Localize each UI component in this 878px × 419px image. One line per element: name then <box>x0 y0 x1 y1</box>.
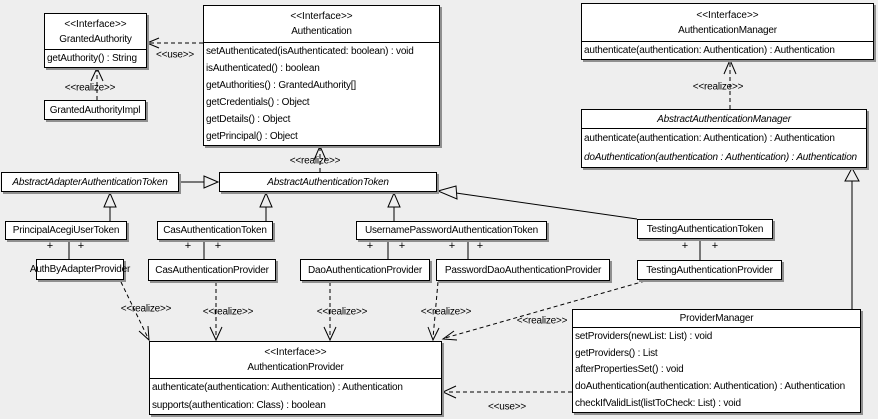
stereotype-label: <<Interface>> <box>290 11 353 22</box>
class-name: PasswordDaoAuthenticationProvider <box>444 264 602 276</box>
method-label: getAuthority() : String <box>47 53 137 64</box>
class-name: GrantedAuthorityImpl <box>49 104 141 116</box>
class-granted-authority-impl[interactable]: GrantedAuthorityImpl <box>44 100 146 120</box>
class-name: AuthenticationManager <box>678 24 777 36</box>
generalization-adapter-token-to-abstract-token <box>179 175 220 189</box>
class-name: GrantedAuthority <box>59 33 132 45</box>
method-label: authenticate(authentication: Authenticat… <box>152 382 403 394</box>
stereotype-label: <<Interface>> <box>64 18 127 30</box>
method-label: setProviders(newList: List) : void <box>575 330 713 342</box>
realize-label: <<realize>> <box>420 306 472 318</box>
class-name: TestingAuthenticationProvider <box>646 264 773 276</box>
method-label: checkIfValidList(listToCheck: List) : vo… <box>575 398 741 410</box>
method-label: getPrincipal() : Object <box>206 131 298 142</box>
class-name: AbstractAuthenticationManager <box>657 113 791 125</box>
realize-label: <<realize>> <box>64 82 116 94</box>
class-abstract-authentication-manager[interactable]: AbstractAuthenticationManager authentica… <box>581 109 867 168</box>
use-label: <<use>> <box>487 401 527 413</box>
class-cas-authentication-token[interactable]: CasAuthenticationToken <box>157 221 273 240</box>
method-label: authenticate(authentication: Authenticat… <box>584 133 835 144</box>
class-name: TestingAuthenticationToken <box>646 223 764 235</box>
class-abstract-adapter-authentication-token[interactable]: AbstractAdapterAuthenticationToken <box>1 172 179 192</box>
class-name: AbstractAuthenticationToken <box>267 176 389 188</box>
use-label: <<use>> <box>155 49 195 61</box>
stereotype-label: <<Interface>> <box>696 9 759 21</box>
method-label: isAuthenticated() : boolean <box>206 63 320 74</box>
association-end-plus: + <box>77 240 85 252</box>
class-name: AbstractAdapterAuthenticationToken <box>12 176 168 188</box>
class-granted-authority[interactable]: <<Interface>> GrantedAuthority getAuthor… <box>44 13 147 68</box>
method-label: getAuthorities() : GrantedAuthority[] <box>206 80 356 91</box>
association-end-plus: + <box>681 240 689 252</box>
generalization-cas-token-to-abstract-token <box>259 191 273 221</box>
method-label: afterPropertiesSet() : void <box>575 364 684 376</box>
method-label: getDetails() : Object <box>206 114 291 125</box>
class-authentication-manager[interactable]: <<Interface>> AuthenticationManager auth… <box>581 3 874 60</box>
class-name: DaoAuthenticationProvider <box>308 264 422 276</box>
realize-label: <<realize>> <box>692 81 744 93</box>
class-auth-by-adapter-provider[interactable]: AuthByAdapterProvider <box>29 259 131 280</box>
class-principal-acegi-user-token[interactable]: PrincipalAcegiUserToken <box>5 221 127 240</box>
association-end-plus: + <box>46 240 54 252</box>
stereotype-label: <<Interface>> <box>264 347 327 358</box>
generalization-provider-manager-to-abstract-manager <box>844 166 860 309</box>
class-name: Authentication <box>291 26 352 37</box>
generalization-principal-token-to-adapter-token <box>103 191 117 221</box>
method-label: supports(authentication: Class) : boolea… <box>152 399 326 411</box>
association-end-plus: + <box>711 240 719 252</box>
realize-label: <<realize>> <box>120 303 172 315</box>
use-provider-manager-to-authenticationprovider <box>441 385 572 399</box>
realize-label: <<realize>> <box>316 306 368 318</box>
association-end-plus: + <box>366 240 374 252</box>
association-end-plus: + <box>214 240 222 252</box>
class-password-dao-authentication-provider[interactable]: PasswordDaoAuthenticationProvider <box>436 259 610 281</box>
association-end-plus: + <box>476 240 484 252</box>
generalization-testing-token-to-abstract-token <box>436 185 638 220</box>
association-end-plus: + <box>398 240 406 252</box>
class-authentication[interactable]: <<Interface>> Authentication setAuthenti… <box>203 5 440 146</box>
association-end-plus: + <box>448 240 456 252</box>
use-authentication-to-grantedauthority <box>145 37 203 49</box>
class-name: AuthByAdapterProvider <box>29 264 131 275</box>
method-label: getCredentials() : Object <box>206 97 310 108</box>
class-name: AuthenticationProvider <box>247 362 344 373</box>
realize-label: <<realize>> <box>289 155 341 167</box>
class-abstract-authentication-token[interactable]: AbstractAuthenticationToken <box>219 172 437 192</box>
realize-label: <<realize>> <box>516 315 568 327</box>
method-label: doAuthentication(authentication : Authen… <box>584 152 857 163</box>
method-label: authenticate(authentication: Authenticat… <box>584 45 835 56</box>
class-name: CasAuthenticationToken <box>163 225 267 236</box>
method-label: doAuthentication(authentication: Authent… <box>575 381 845 393</box>
class-name: CasAuthenticationProvider <box>155 264 269 276</box>
association-end-plus: + <box>184 240 192 252</box>
method-label: getProviders() : List <box>575 347 658 359</box>
class-name: ProviderManager <box>679 313 754 324</box>
class-authentication-provider[interactable]: <<Interface>> AuthenticationProvider aut… <box>149 341 442 415</box>
realize-label: <<realize>> <box>202 306 254 318</box>
class-provider-manager[interactable]: ProviderManager setProviders(newList: Li… <box>572 309 861 413</box>
class-username-password-authentication-token[interactable]: UsernamePasswordAuthenticationToken <box>356 221 547 240</box>
class-cas-authentication-provider[interactable]: CasAuthenticationProvider <box>148 259 276 281</box>
class-dao-authentication-provider[interactable]: DaoAuthenticationProvider <box>300 259 430 281</box>
class-name: PrincipalAcegiUserToken <box>12 225 120 236</box>
generalization-userpass-token-to-abstract-token <box>387 191 401 221</box>
method-label: setAuthenticated(isAuthenticated: boolea… <box>206 46 414 57</box>
class-name: UsernamePasswordAuthenticationToken <box>364 225 539 236</box>
class-testing-authentication-token[interactable]: TestingAuthenticationToken <box>637 219 773 239</box>
class-testing-authentication-provider[interactable]: TestingAuthenticationProvider <box>637 260 782 280</box>
